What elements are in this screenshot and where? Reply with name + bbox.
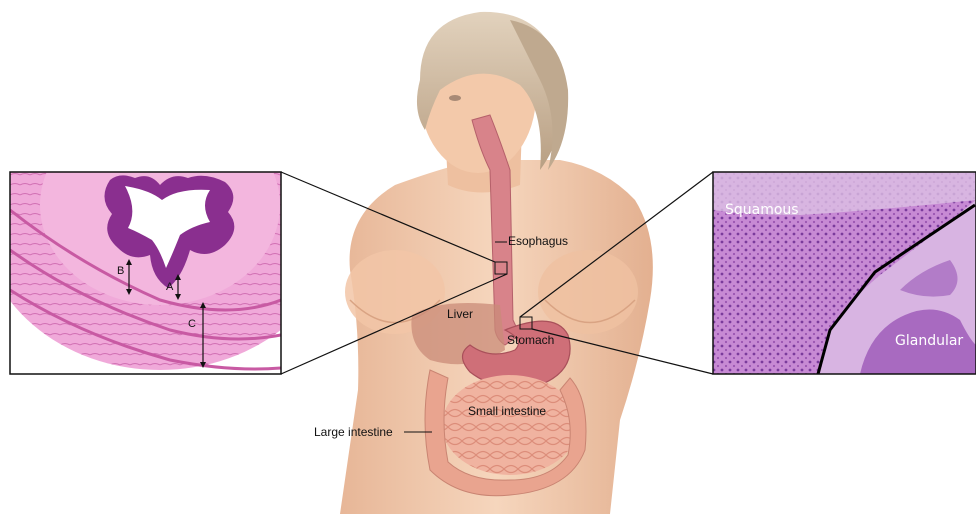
liver-label: Liver xyxy=(447,307,473,321)
small-intestine-organ xyxy=(442,375,578,475)
layer-b-label: B xyxy=(117,264,124,278)
esophagus-histology-panel xyxy=(0,60,340,374)
stomach-label: Stomach xyxy=(507,333,554,347)
large-intestine-label: Large intestine xyxy=(314,425,393,439)
esophagus-label: Esophagus xyxy=(508,234,568,248)
small-intestine-label: Small intestine xyxy=(468,404,546,418)
layer-a-label: A xyxy=(166,280,173,294)
squamous-label: Squamous xyxy=(725,202,799,218)
layer-c-label: C xyxy=(188,317,196,331)
glandular-label: Glandular xyxy=(895,333,963,349)
